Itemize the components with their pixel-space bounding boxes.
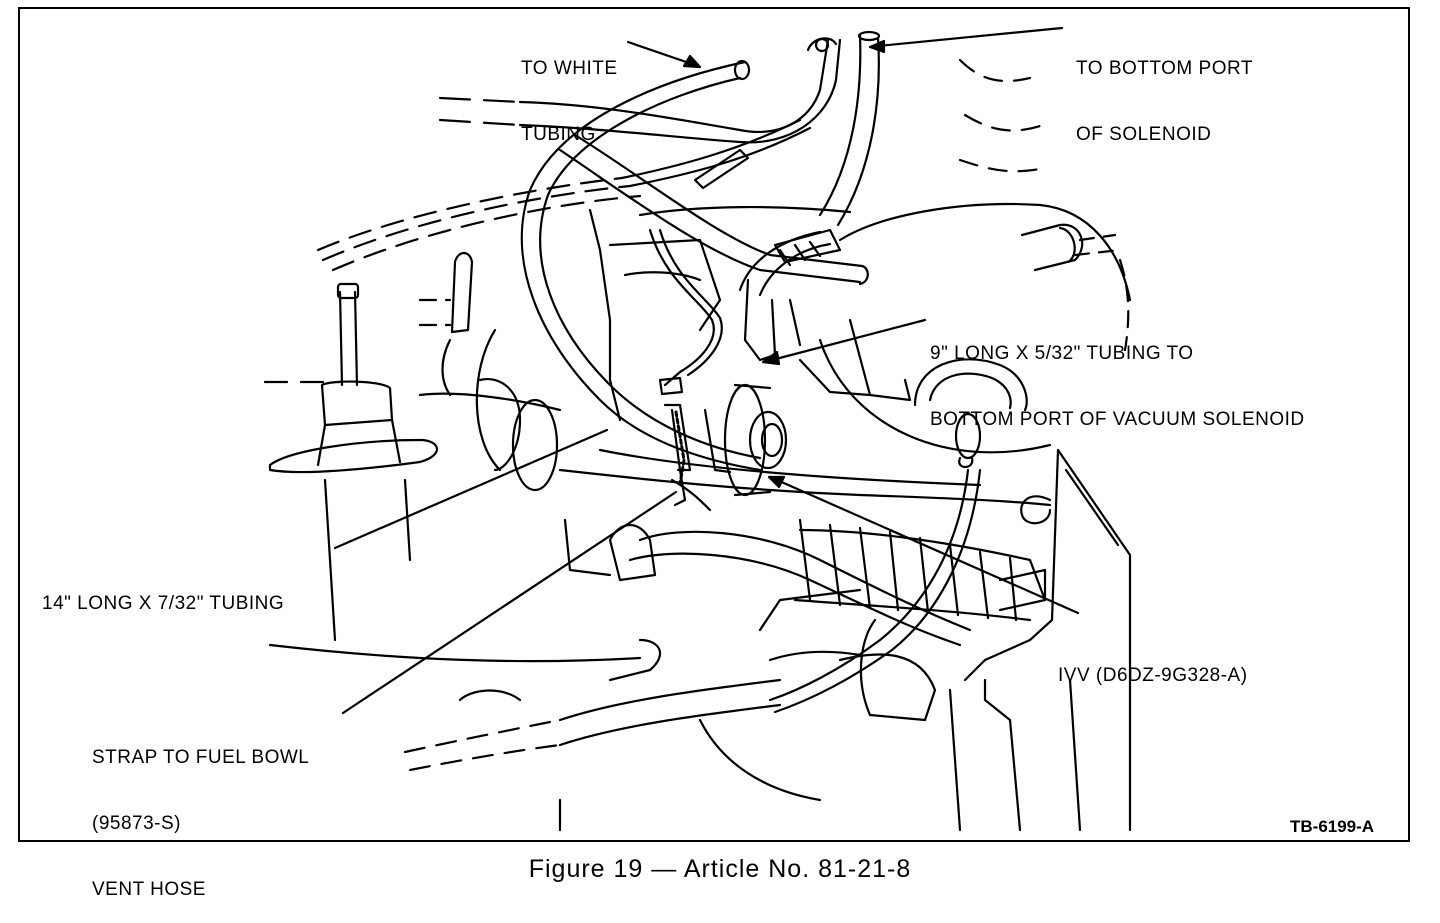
engine-block-outline [948, 448, 1132, 832]
label-to-bottom-port-of-solenoid: TO BOTTOM PORT OF SOLENOID [1076, 58, 1253, 145]
figure-frame [18, 7, 1410, 842]
figure-caption: Figure 19 — Article No. 81-21-8 [528, 855, 912, 883]
air-cleaner-outline [798, 58, 1132, 454]
lower-hoses-manifold [403, 448, 1052, 832]
label-strap-to-fuel-bowl: STRAP TO FUEL BOWL (95873-S) VENT HOSE [92, 747, 310, 900]
vacuum-solenoid [768, 358, 1028, 714]
label-9-inch-tubing: 9" LONG X 5/32" TUBING TO BOTTOM PORT OF… [930, 343, 1305, 430]
carburetor-body [588, 205, 852, 422]
label-14-inch-tubing: 14" LONG X 7/32" TUBING [42, 593, 285, 614]
strap-wire [670, 410, 712, 512]
label-to-white-tubing: TO WHITE TUBING [521, 58, 618, 145]
label-ivv: IVV (D6DZ-9G328-A) [1058, 665, 1248, 686]
fuel-bowl-assembly [263, 251, 642, 663]
engine-vacuum-line-drawing [263, 26, 1132, 832]
figure-code: TB-6199-A [1290, 817, 1375, 836]
ivv-valve [663, 383, 788, 507]
wiring-bundle [316, 37, 842, 272]
leader-lines [333, 26, 1080, 715]
